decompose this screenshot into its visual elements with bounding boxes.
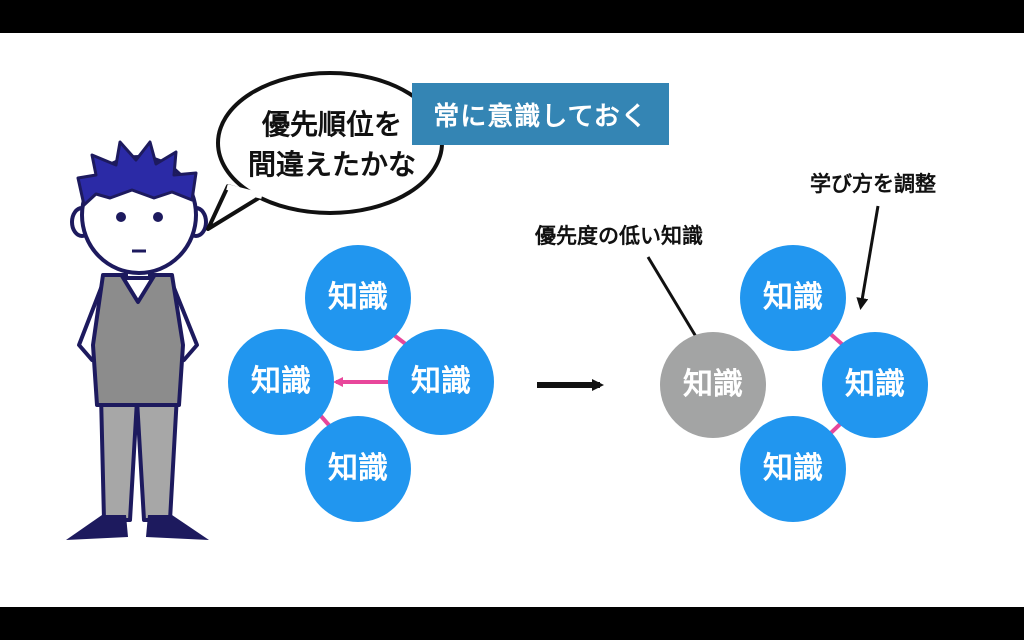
right-node-bottom-label: 知識 (763, 451, 823, 486)
right-node-low-priority (660, 332, 766, 438)
left-node-left (228, 329, 334, 435)
speech-bubble-text: 優先順位を 間違えたかな (226, 105, 438, 185)
right-node-right-label: 知識 (845, 367, 905, 402)
right-node-top (740, 245, 846, 351)
adjust-learning-label: 学び方を調整 (810, 172, 936, 196)
left-node-right (388, 329, 494, 435)
speech-bubble-line-2: 間違えたかな (247, 148, 416, 181)
speech-bubble-line-1: 優先順位を (261, 108, 402, 141)
person-figure (66, 140, 209, 540)
left-node-top-label: 知識 (328, 280, 388, 315)
right-node-low-priority-label: 知識 (683, 367, 743, 402)
left-node-bottom (305, 416, 411, 522)
left-node-bottom-label: 知識 (328, 451, 388, 486)
left-node-top (305, 245, 411, 351)
right-node-top-label: 知識 (763, 280, 823, 315)
always-conscious-banner: 常に意識しておく (412, 83, 669, 145)
right-node-right (822, 332, 928, 438)
right-node-bottom (740, 416, 846, 522)
low-priority-pointer-arrow (646, 256, 707, 354)
low-priority-label: 優先度の低い知識 (535, 224, 703, 248)
adjust-pointer-arrow (856, 205, 880, 310)
left-node-right-label: 知識 (411, 364, 471, 399)
left-node-left-label: 知識 (251, 364, 311, 399)
